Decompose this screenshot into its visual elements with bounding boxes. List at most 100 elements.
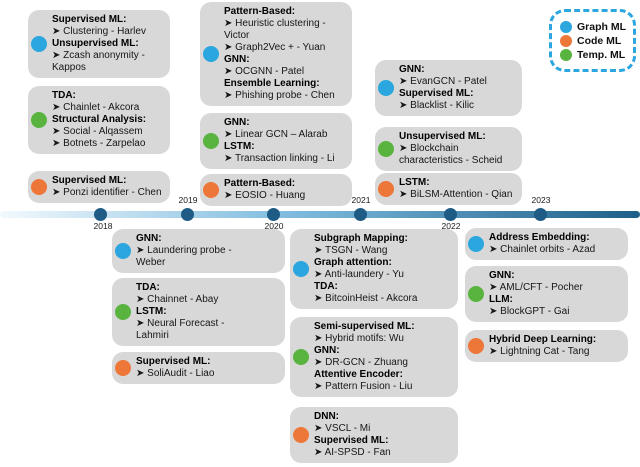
- method-category-label: TDA:: [314, 281, 338, 292]
- year-marker-2021: [354, 208, 367, 221]
- work-entry: ➤ Chainlet - Akcora: [52, 102, 140, 113]
- graph-ml-icon: [203, 46, 219, 62]
- work-entry: ➤ BlockGPT - Gai: [489, 306, 570, 317]
- work-entry: ➤ Anti-laundery - Yu: [314, 269, 404, 280]
- method-category-label: TDA:: [136, 282, 160, 293]
- work-entry: characteristics - Scheid: [399, 155, 503, 166]
- method-category-label: LLM:: [489, 294, 513, 305]
- year-label-2018: 2018: [93, 221, 113, 231]
- work-entry: ➤ DR-GCN - Zhuang: [314, 357, 408, 368]
- work-entry: ➤ Neural Forecast -: [136, 318, 225, 329]
- year-label-2021: 2021: [351, 195, 371, 205]
- code-ml-icon: [468, 338, 484, 354]
- box-below-col1-graph-ml: GNN:➤ Laundering probe -Weber: [112, 229, 285, 273]
- method-category-label: Unsupervised ML:: [399, 131, 486, 142]
- temp-ml-icon: [378, 141, 394, 157]
- year-label-2019: 2019: [178, 195, 198, 205]
- box-below-col3-code-ml: Hybrid Deep Learning:➤ Lightning Cat - T…: [465, 330, 628, 362]
- legend-label: Temp. ML: [577, 48, 626, 61]
- method-category-label: Graph attention:: [314, 257, 392, 268]
- method-category-label: GNN:: [224, 54, 250, 65]
- work-entry: ➤ AML/CFT - Pocher: [489, 282, 583, 293]
- method-category-label: GNN:: [489, 270, 515, 281]
- work-entry: Victor: [224, 30, 250, 41]
- legend: Graph ML Code ML Temp. ML: [549, 9, 636, 72]
- work-entry: ➤ Laundering probe -: [136, 245, 232, 256]
- temp-ml-icon: [31, 112, 47, 128]
- legend-item: Code ML: [560, 34, 633, 47]
- method-category-label: Subgraph Mapping:: [314, 233, 408, 244]
- work-entry: ➤ VSCL - Mi: [314, 423, 371, 434]
- work-entry: ➤ BiLSM-Attention - Qian: [399, 189, 513, 200]
- method-category-label: Unsupervised ML:: [52, 38, 139, 49]
- work-entry: Kappos: [52, 62, 86, 73]
- temp-ml-icon: [560, 48, 572, 61]
- method-category-label: TDA:: [52, 90, 76, 101]
- work-entry: ➤ Heuristic clustering -: [224, 18, 326, 29]
- graph-ml-icon: [468, 236, 484, 252]
- method-category-label: Ensemble Learning:: [224, 78, 320, 89]
- work-entry: Weber: [136, 257, 166, 268]
- method-category-label: LSTM:: [224, 141, 255, 152]
- work-entry: ➤ Transaction linking - Li: [224, 153, 335, 164]
- work-entry: ➤ Hybrid motifs: Wu: [314, 333, 404, 344]
- work-entry: ➤ AI-SPSD - Fan: [314, 447, 391, 458]
- work-entry: ➤ Zcash anonymity -: [52, 50, 145, 61]
- work-entry: ➤ TSGN - Wang: [314, 245, 388, 256]
- work-entry: ➤ Phishing probe - Chen: [224, 90, 335, 101]
- legend-label: Graph ML: [577, 20, 626, 33]
- year-marker-2019: [181, 208, 194, 221]
- method-category-label: LSTM:: [136, 306, 167, 317]
- graph-ml-icon: [31, 36, 47, 52]
- temp-ml-icon: [115, 304, 131, 320]
- code-ml-icon: [293, 427, 309, 443]
- method-category-label: Supervised ML:: [52, 175, 127, 186]
- method-category-label: Pattern-Based:: [224, 178, 296, 189]
- method-category-label: Hybrid Deep Learning:: [489, 334, 597, 345]
- work-entry: ➤ Linear GCN – Alarab: [224, 129, 328, 140]
- box-above-col2-graph-ml: Pattern-Based:➤ Heuristic clustering -Vi…: [200, 2, 352, 106]
- code-ml-icon: [560, 34, 572, 47]
- legend-label: Code ML: [577, 34, 622, 47]
- temp-ml-icon: [293, 349, 309, 365]
- work-entry: ➤ Chainlet orbits - Azad: [489, 244, 596, 255]
- year-marker-2022: [444, 208, 457, 221]
- method-category-label: GNN:: [399, 64, 425, 75]
- method-category-label: LSTM:: [399, 177, 430, 188]
- year-marker-2023: [534, 208, 547, 221]
- work-entry: ➤ Clustering - Harlev: [52, 26, 146, 37]
- method-category-label: Supervised ML:: [314, 435, 389, 446]
- method-category-label: Supervised ML:: [399, 88, 474, 99]
- graph-ml-icon: [293, 261, 309, 277]
- box-below-col3-graph-ml: Address Embedding:➤ Chainlet orbits - Az…: [465, 228, 628, 260]
- method-category-label: Supervised ML:: [136, 356, 211, 367]
- method-category-label: Structural Analysis:: [52, 114, 147, 125]
- work-entry: ➤ OCGNN - Patel: [224, 66, 305, 77]
- year-marker-2020: [267, 208, 280, 221]
- code-ml-icon: [203, 182, 219, 198]
- work-entry: ➤ Blockchain: [399, 143, 459, 154]
- code-ml-icon: [115, 360, 131, 376]
- code-ml-icon: [378, 181, 394, 197]
- work-entry: ➤ Lightning Cat - Tang: [489, 346, 590, 357]
- year-marker-2018: [94, 208, 107, 221]
- method-category-label: Attentive Encoder:: [314, 369, 403, 380]
- method-category-label: Address Embedding:: [489, 232, 590, 243]
- work-entry: ➤ BitcoinHeist - Akcora: [314, 293, 418, 304]
- timeline-axis: [0, 211, 640, 218]
- graph-ml-icon: [560, 20, 572, 33]
- work-entry: ➤ Botnets - Zarpelao: [52, 138, 146, 149]
- work-entry: Lahmiri: [136, 330, 169, 341]
- box-above-col2-code-ml: Pattern-Based:➤ EOSIO - Huang: [200, 174, 352, 206]
- method-category-label: Supervised ML:: [52, 14, 127, 25]
- legend-item: Temp. ML: [560, 48, 633, 61]
